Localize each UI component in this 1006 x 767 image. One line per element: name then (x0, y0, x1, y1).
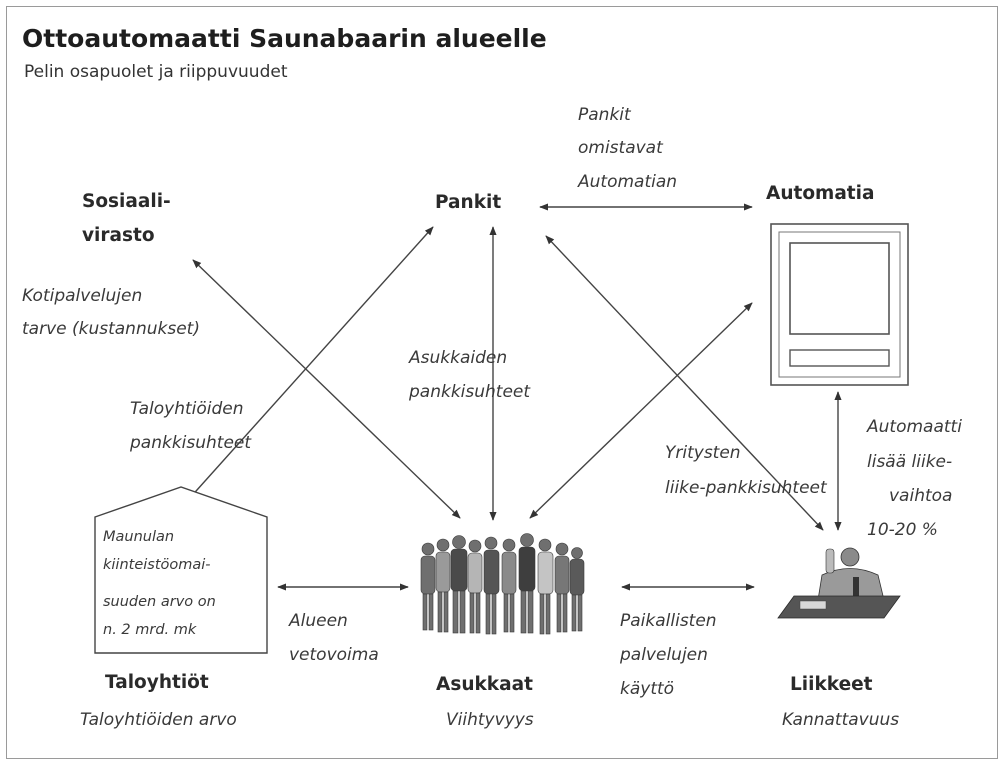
house-text-line2: kiinteistöomai- (103, 557, 211, 573)
rel-taloyhtioiden-line1: Taloyhtiöiden (130, 399, 244, 419)
atm-icon (770, 223, 909, 386)
sublabel-asukkaat: Viihtyvyys (446, 710, 534, 730)
people-group-icon (420, 533, 585, 635)
arrow-pankit-taloyhtiot (187, 226, 434, 501)
house-text-line4: n. 2 mrd. mk (103, 622, 197, 638)
shopkeeper-icon (777, 547, 901, 619)
diagram-subtitle: Pelin osapuolet ja riippuvuudet (24, 62, 288, 82)
rel-automaatti-line2: lisää liike- (867, 452, 953, 472)
rel-automaatti-line1: Automaatti (867, 417, 962, 437)
arrow-automatia-asukkaat (529, 302, 753, 519)
sublabel-liikkeet: Kannattavuus (782, 710, 900, 730)
rel-yritysten-line2: liike-pankkisuhteet (665, 478, 827, 498)
rel-paikallisten-line1: Paikallisten (620, 611, 717, 631)
rel-taloyhtioiden-line2: pankkisuhteet (130, 433, 252, 453)
rel-paikallisten-line2: palvelujen (620, 645, 708, 665)
diagram-title: Ottoautomaatti Saunabaarin alueelle (22, 24, 547, 53)
house-text-line1: Maunulan (103, 529, 175, 545)
node-asukkaat: Asukkaat (436, 674, 533, 695)
node-sosiaalivirasto-line2: virasto (82, 225, 155, 246)
node-liikkeet: Liikkeet (790, 674, 873, 695)
rel-yritysten-line1: Yritysten (665, 443, 741, 463)
node-sosiaalivirasto-line1: Sosiaali- (82, 191, 171, 212)
node-taloyhtiot: Taloyhtiöt (105, 672, 209, 693)
rel-asukkaiden-line1: Asukkaiden (409, 348, 508, 368)
rel-pankit-automatia-line1: Pankit (578, 105, 631, 125)
rel-paikallisten-line3: käyttö (620, 679, 675, 699)
rel-automaatti-line4: 10-20 % (867, 520, 938, 540)
rel-kotipalvelut-line1: Kotipalvelujen (22, 286, 143, 306)
rel-kotipalvelut-line2: tarve (kustannukset) (22, 319, 200, 339)
rel-pankit-automatia-line2: omistavat (578, 138, 663, 158)
node-automatia: Automatia (766, 183, 875, 204)
house-text-line3: suuden arvo on (103, 594, 216, 610)
sublabel-taloyhtiot: Taloyhtiöiden arvo (80, 710, 237, 730)
rel-automaatti-line3: vaihtoa (889, 486, 953, 506)
rel-alueen-line2: vetovoima (289, 645, 379, 665)
diagram-frame (6, 6, 998, 759)
node-pankit: Pankit (435, 192, 502, 213)
rel-asukkaiden-line2: pankkisuhteet (409, 382, 531, 402)
house-icon (94, 486, 268, 654)
rel-alueen-line1: Alueen (289, 611, 348, 631)
rel-pankit-automatia-line3: Automatian (578, 172, 678, 192)
